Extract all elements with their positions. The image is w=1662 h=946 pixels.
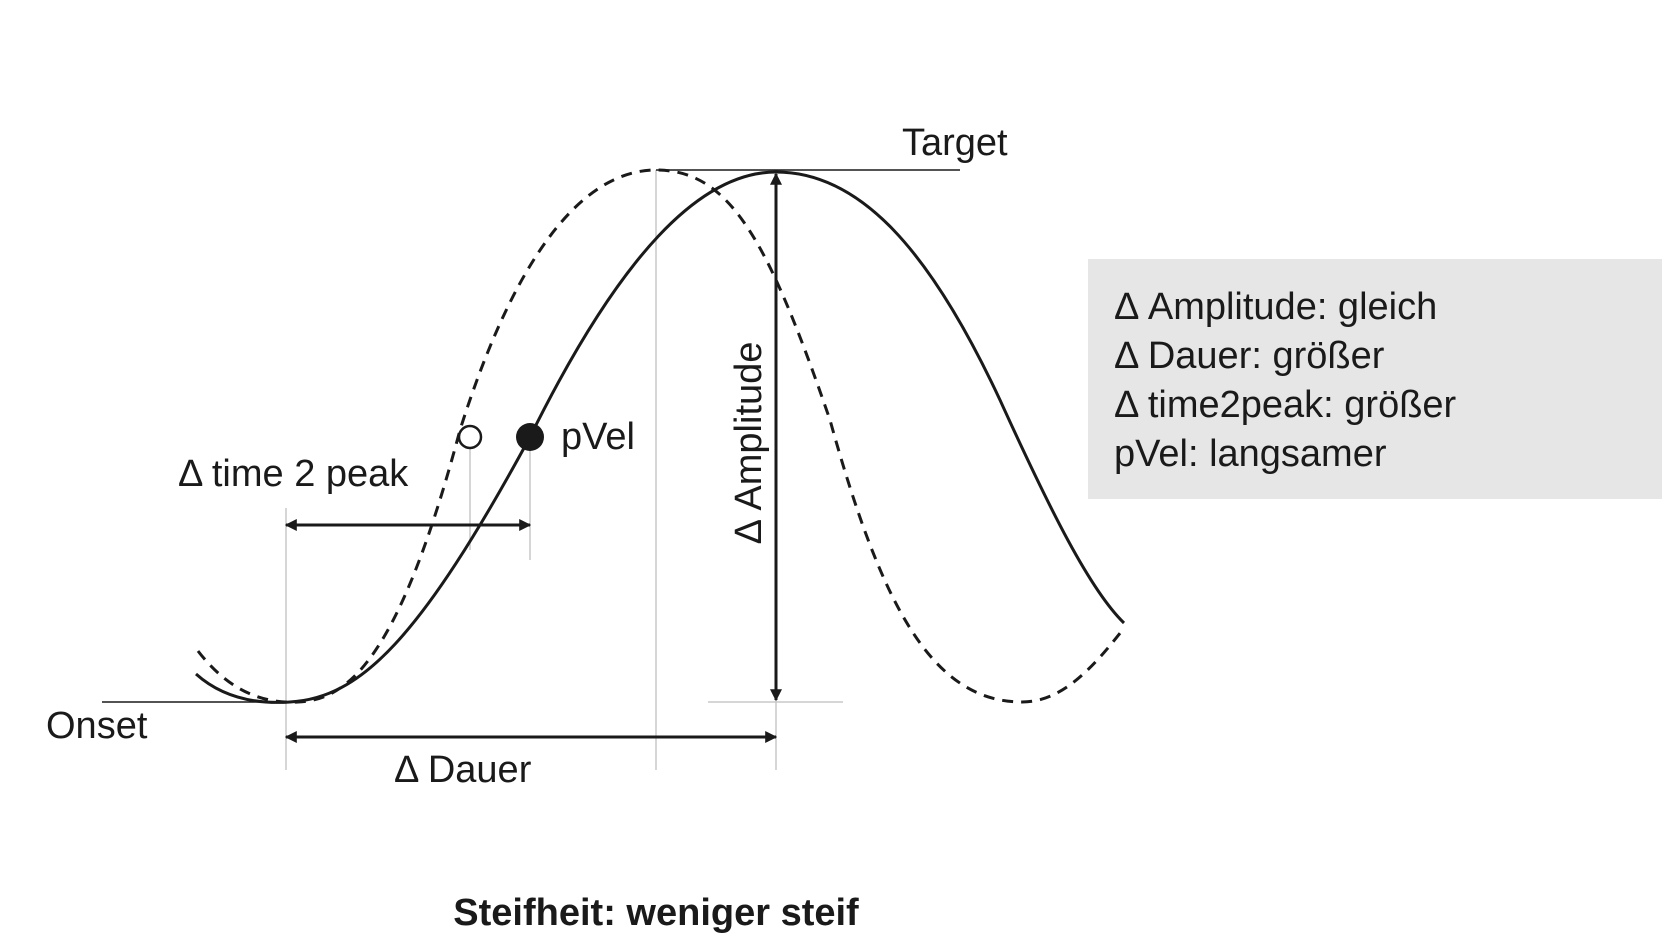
- summary-pvel: pVel: langsamer: [1114, 433, 1387, 475]
- target-label: Target: [902, 122, 1008, 164]
- summary-dauer: Δ Dauer: größer: [1114, 335, 1385, 377]
- amplitude-label: Δ Amplitude: [728, 342, 770, 545]
- pvel-marker-filled: [516, 423, 544, 451]
- summary-box: Δ Amplitude: gleich Δ Dauer: größer Δ ti…: [1088, 259, 1662, 499]
- caption: Steifheit: weniger steif: [453, 892, 859, 934]
- summary-time2peak: Δ time2peak: größer: [1114, 384, 1457, 426]
- pvel-label: pVel: [561, 416, 635, 458]
- reference-pvel-marker-open: [457, 424, 483, 450]
- time2peak-label: Δ time 2 peak: [178, 453, 409, 495]
- onset-label: Onset: [46, 705, 148, 747]
- movement-curve-solid: [194, 170, 1126, 704]
- summary-amplitude: Δ Amplitude: gleich: [1114, 286, 1438, 328]
- reference-curve-dashed: [196, 168, 1126, 704]
- dauer-label: Δ Dauer: [394, 749, 532, 791]
